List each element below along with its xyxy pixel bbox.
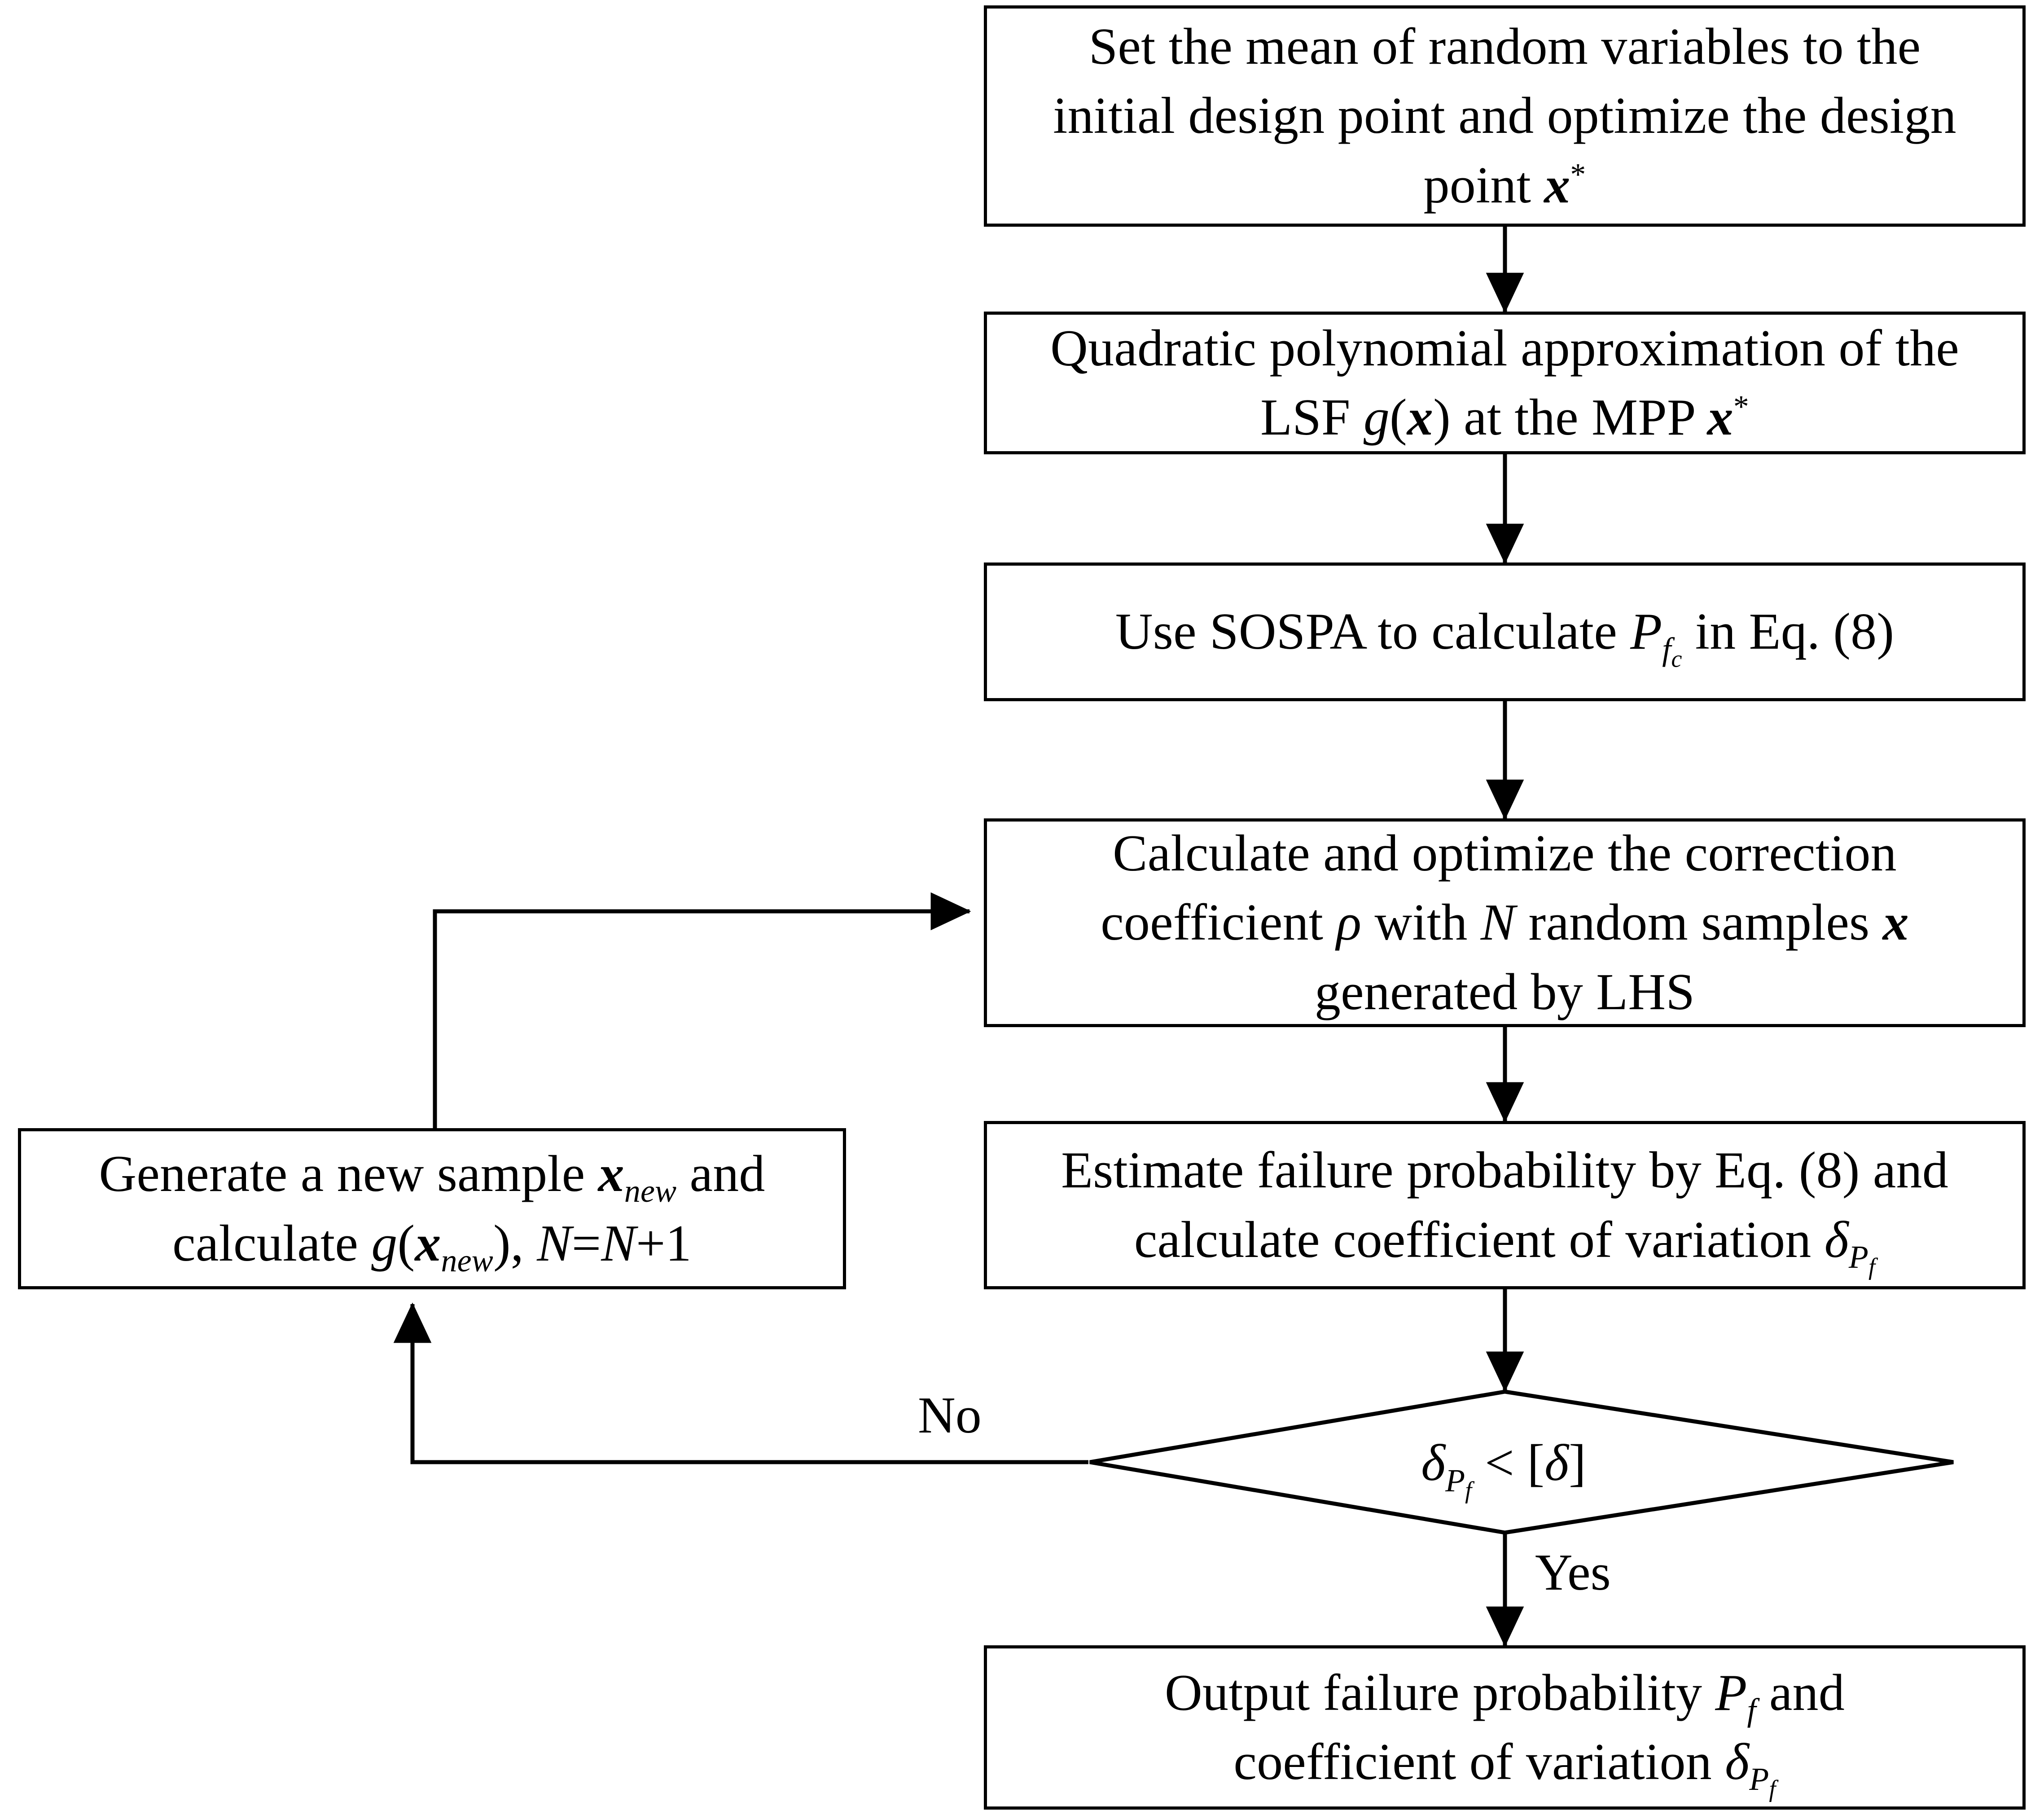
connector-decision-no-to-generate — [393, 1302, 1088, 1464]
symbol-delta-allow: δ — [1544, 1434, 1569, 1492]
node-correction-line3: generated by LHS — [1314, 963, 1695, 1021]
subscript-f: f — [1769, 1775, 1776, 1802]
symbol-delta: δ — [1824, 1211, 1849, 1269]
node-output-results-text: Output failure probability Pf and coeffi… — [1165, 1658, 1845, 1802]
node-set-mean[interactable]: Set the mean of random variables to the … — [984, 5, 2026, 227]
node-quadratic-line1: Quadratic polynomial approximation of th… — [1050, 319, 1959, 377]
var-x: x — [1882, 894, 1909, 952]
symbol-P: P — [1630, 603, 1662, 661]
symbol-N: N — [537, 1214, 572, 1272]
var-x-star: x — [1544, 156, 1570, 214]
decision-diamond-shape — [1089, 1389, 1954, 1535]
node-set-mean-line2: initial design point and optimize the de… — [1053, 87, 1956, 145]
node-generate-line1: Generate a new sample xnew and — [99, 1145, 765, 1209]
node-estimate-line2: calculate coefficient of variation δPf — [1134, 1211, 1876, 1280]
node-set-mean-line3: point x* — [1423, 156, 1586, 214]
edge-label-yes: Yes — [1535, 1544, 1611, 1601]
decision-condition-text: δPf < [δ] — [1421, 1434, 1586, 1503]
node-estimate-line1: Estimate failure probability by Eq. (8) … — [1061, 1142, 1948, 1200]
node-decision-cov[interactable]: δPf < [δ] — [1302, 1419, 1706, 1508]
node-set-mean-line1: Set the mean of random variables to the — [1088, 18, 1921, 76]
node-correction-coefficient[interactable]: Calculate and optimize the correction co… — [984, 818, 2026, 1027]
subscript-f: f — [1747, 1692, 1756, 1728]
symbol-P: P — [1715, 1664, 1747, 1722]
node-estimate-failure-probability-text: Estimate failure probability by Eq. (8) … — [1061, 1136, 1948, 1280]
node-output-line1: Output failure probability Pf and — [1165, 1664, 1845, 1728]
node-correction-line2: coefficient ρ with N random samples x — [1101, 894, 1909, 952]
symbol-N: N — [1480, 894, 1516, 952]
subscript-f: f — [1465, 1476, 1472, 1503]
node-quadratic-approx[interactable]: Quadratic polynomial approximation of th… — [984, 312, 2026, 454]
subscript-Pf: Pf — [1445, 1462, 1472, 1503]
node-set-mean-text: Set the mean of random variables to the … — [1053, 12, 1956, 220]
symbol-delta: δ — [1725, 1733, 1750, 1791]
var-g: g — [1363, 389, 1390, 446]
subscript-f: fc — [1662, 631, 1682, 672]
subscript-new: new — [441, 1242, 493, 1279]
node-output-line2: coefficient of variation δPf — [1233, 1733, 1776, 1802]
subscript-Pf: Pf — [1749, 1761, 1776, 1802]
node-estimate-failure-probability[interactable]: Estimate failure probability by Eq. (8) … — [984, 1121, 2026, 1289]
node-correction-line1: Calculate and optimize the correction — [1113, 825, 1897, 883]
edge-label-no: No — [918, 1387, 982, 1444]
subscript-new: new — [624, 1173, 677, 1209]
node-generate-line2: calculate g(xnew), N=N+1 — [172, 1214, 692, 1279]
node-quadratic-line2: LSF g(x) at the MPP x* — [1260, 389, 1749, 446]
var-x-new: x — [415, 1214, 441, 1272]
node-correction-coefficient-text: Calculate and optimize the correction co… — [1101, 819, 1909, 1027]
node-output-results[interactable]: Output failure probability Pf and coeffi… — [984, 1645, 2026, 1810]
var-g: g — [371, 1214, 398, 1272]
symbol-rho: ρ — [1336, 894, 1362, 952]
node-generate-new-sample[interactable]: Generate a new sample xnew and calculate… — [18, 1128, 846, 1289]
node-generate-new-sample-text: Generate a new sample xnew and calculate… — [99, 1139, 765, 1278]
var-x-mpp: x — [1707, 389, 1733, 446]
var-x-new: x — [598, 1145, 624, 1203]
subscript-f: f — [1868, 1253, 1876, 1280]
subscript-c: c — [1671, 645, 1682, 672]
subscript-Pf: Pf — [1848, 1239, 1876, 1280]
superscript-star: * — [1733, 389, 1749, 424]
var-x: x — [1407, 389, 1434, 446]
node-use-sospa-text: Use SOSPA to calculate Pfc in Eq. (8) — [1115, 603, 1895, 672]
node-quadratic-approx-text: Quadratic polynomial approximation of th… — [1050, 314, 1959, 453]
symbol-N: N — [601, 1214, 636, 1272]
node-use-sospa[interactable]: Use SOSPA to calculate Pfc in Eq. (8) — [984, 563, 2026, 701]
superscript-star: * — [1570, 157, 1586, 192]
symbol-delta: δ — [1421, 1434, 1446, 1492]
connector-generate-to-correction — [433, 892, 971, 1128]
